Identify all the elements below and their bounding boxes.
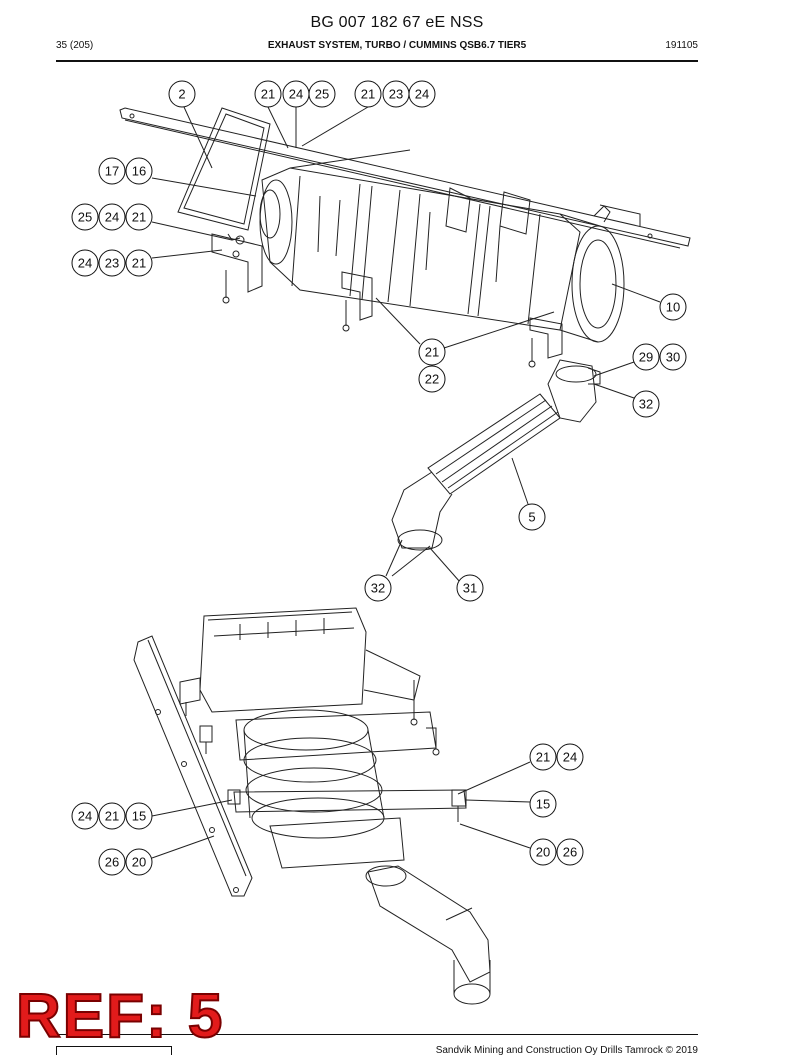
part-callout-2: 2 [169, 81, 195, 107]
ref-stamp: REF: 5 [16, 986, 224, 1048]
part-callout-24: 24 [99, 204, 125, 230]
callout-label: 10 [666, 300, 680, 315]
part-callout-21: 21 [99, 803, 125, 829]
part-callout-20: 20 [126, 849, 152, 875]
callout-label: 16 [132, 164, 146, 179]
callout-label: 17 [105, 164, 119, 179]
callout-label: 32 [639, 397, 653, 412]
lower-canister-stack [200, 710, 466, 868]
part-callout-24: 24 [72, 250, 98, 276]
part-callout-21: 21 [355, 81, 381, 107]
callout-label: 25 [78, 210, 92, 225]
part-callout-26: 26 [99, 849, 125, 875]
callout-label: 21 [132, 210, 146, 225]
part-callout-22: 22 [419, 366, 445, 392]
callout-label: 31 [463, 581, 477, 596]
part-callout-5: 5 [519, 504, 545, 530]
left-support-bracket [212, 234, 262, 303]
part-callout-32: 32 [365, 575, 391, 601]
part-callout-25: 25 [72, 204, 98, 230]
heat-shield-panel [178, 108, 270, 230]
part-callout-21: 21 [255, 81, 281, 107]
callout-label: 23 [105, 256, 119, 271]
part-callout-29: 29 [633, 344, 659, 370]
lower-heat-shield [200, 608, 420, 725]
callout-label: 23 [389, 87, 403, 102]
canister-mounting-feet [342, 272, 562, 367]
part-callout-20: 20 [530, 839, 556, 865]
part-callout-30: 30 [660, 344, 686, 370]
part-callout-24: 24 [557, 744, 583, 770]
callout-label: 26 [105, 855, 119, 870]
callout-label: 24 [563, 750, 577, 765]
lower-frame-bracket [134, 636, 252, 896]
callout-label: 20 [132, 855, 146, 870]
part-callout-15: 15 [126, 803, 152, 829]
callout-label: 24 [289, 87, 303, 102]
callout-layer: 2 21 24 25 21 23 24 17 16 25 24 21 24 23 21 10 21 22 29 30 3… [72, 81, 686, 875]
brand-logo-strip [56, 1046, 172, 1055]
callout-label: 22 [425, 372, 439, 387]
callout-label: 29 [639, 350, 653, 365]
part-callout-21: 21 [126, 204, 152, 230]
part-callout-21: 21 [126, 250, 152, 276]
callout-label: 24 [78, 809, 92, 824]
callout-label: 26 [563, 845, 577, 860]
callout-label: 2 [178, 87, 185, 102]
part-callout-23: 23 [99, 250, 125, 276]
callout-label: 21 [132, 256, 146, 271]
part-callout-15: 15 [530, 791, 556, 817]
aftertreatment-canister [260, 150, 580, 330]
part-callout-16: 16 [126, 158, 152, 184]
part-callout-24: 24 [72, 803, 98, 829]
part-callout-25: 25 [309, 81, 335, 107]
part-callout-32: 32 [633, 391, 659, 417]
footer-copyright: Sandvik Mining and Construction Oy Drill… [436, 1045, 698, 1056]
part-callout-31: 31 [457, 575, 483, 601]
callout-label: 15 [132, 809, 146, 824]
mounting-frame-top [120, 108, 690, 248]
part-callout-10: 10 [660, 294, 686, 320]
callout-label: 21 [425, 345, 439, 360]
callout-label: 21 [361, 87, 375, 102]
callout-label: 24 [415, 87, 429, 102]
part-callout-17: 17 [99, 158, 125, 184]
part-callout-23: 23 [383, 81, 409, 107]
part-callout-21: 21 [419, 339, 445, 365]
part-callout-24: 24 [283, 81, 309, 107]
callout-label: 25 [315, 87, 329, 102]
part-callout-26: 26 [557, 839, 583, 865]
callout-label: 32 [371, 581, 385, 596]
callout-label: 21 [105, 809, 119, 824]
callout-label: 15 [536, 797, 550, 812]
callout-label: 21 [261, 87, 275, 102]
callout-label: 24 [78, 256, 92, 271]
callout-label: 24 [105, 210, 119, 225]
callout-label: 21 [536, 750, 550, 765]
callout-label: 5 [528, 510, 535, 525]
callout-label: 20 [536, 845, 550, 860]
lower-outlet-pipe [366, 866, 490, 1004]
part-callout-24: 24 [409, 81, 435, 107]
callout-label: 30 [666, 350, 680, 365]
part-callout-21: 21 [530, 744, 556, 770]
outlet-cone [560, 206, 624, 342]
